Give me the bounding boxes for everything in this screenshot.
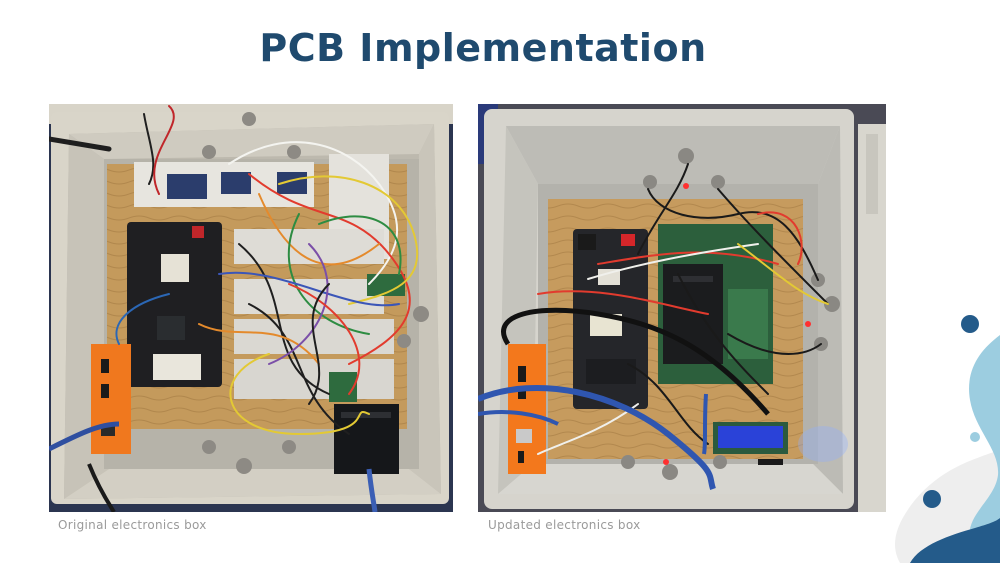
wave-decoration-icon [895, 315, 1000, 563]
slide-title: PCB Implementation [259, 26, 707, 70]
original-box-image [49, 104, 453, 512]
decorative-wave-corner [880, 290, 1000, 563]
updated-box-image [478, 104, 886, 512]
updated-box-caption: Updated electronics box [488, 518, 641, 532]
original-electronics-box-photo [49, 104, 453, 512]
updated-electronics-box-photo [478, 104, 886, 512]
original-box-caption: Original electronics box [58, 518, 207, 532]
